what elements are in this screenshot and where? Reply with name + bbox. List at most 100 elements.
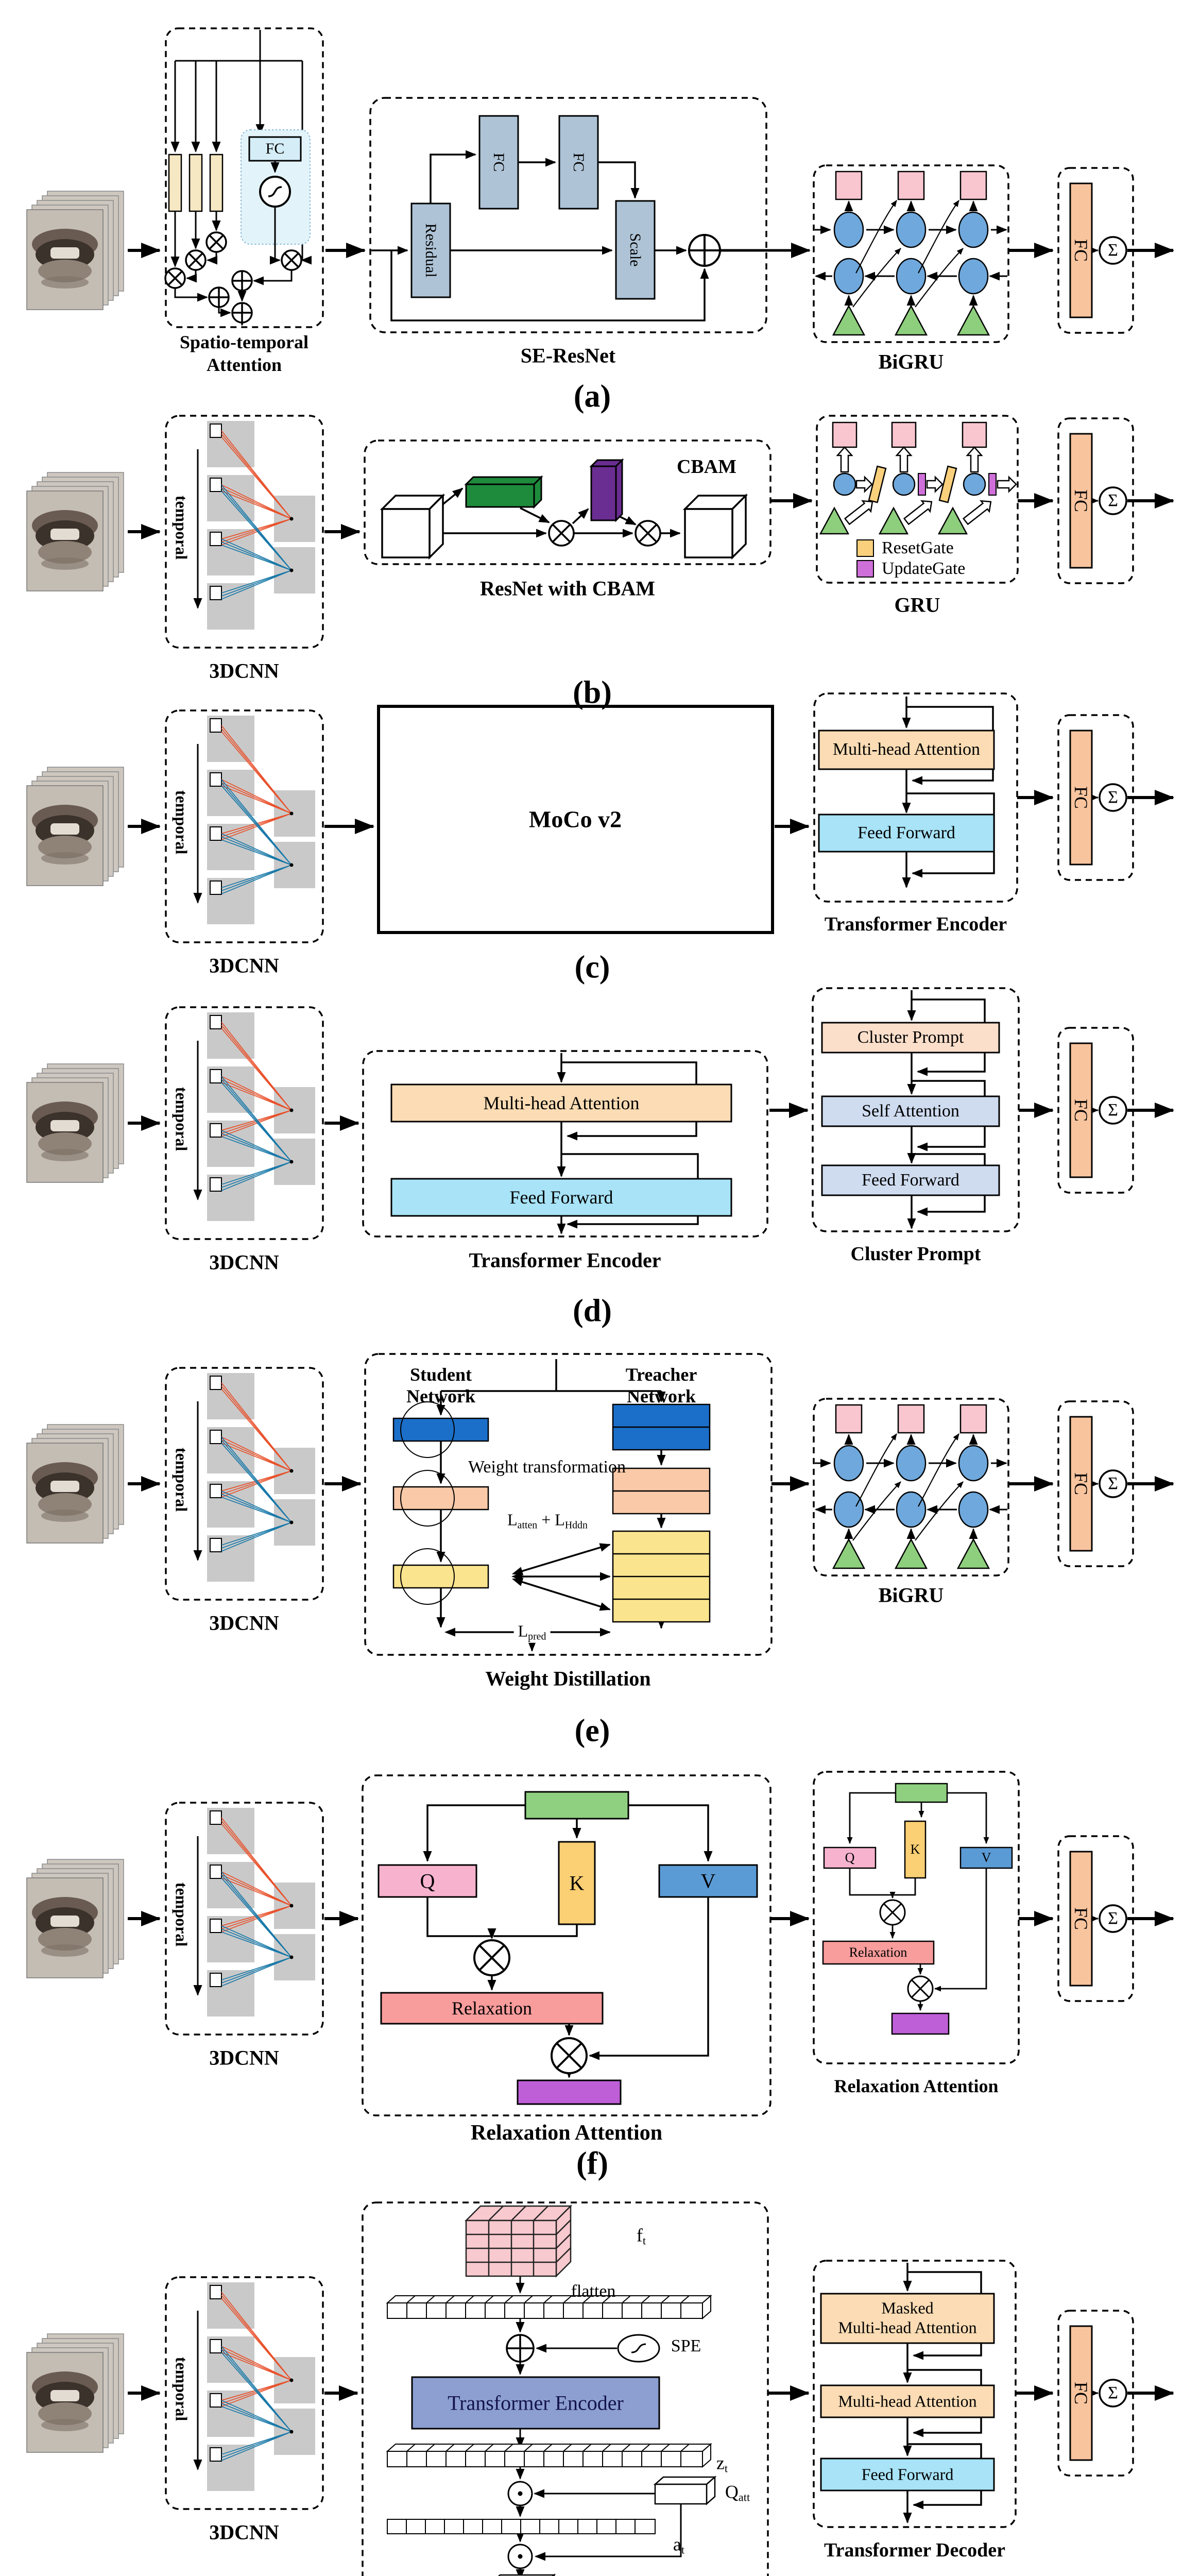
spe-label: SPE — [671, 2336, 701, 2355]
se-fc1-label: FC — [490, 152, 507, 172]
transformer-encoder-module — [813, 692, 1018, 903]
at-sub: t — [681, 2543, 685, 2556]
sigma-label-b: Σ — [1108, 491, 1118, 510]
ff-label-c: Feed Forward — [858, 823, 955, 842]
cluster-prompt-module-label: Cluster Prompt — [850, 1243, 981, 1265]
teacher-network-label-2: Network — [627, 1386, 696, 1406]
ff-label-g: Feed Forward — [861, 2465, 954, 2484]
zt-main: z — [716, 2452, 725, 2473]
caption-f: (f) — [576, 2146, 608, 2181]
fc-bar-label-b: FC — [1071, 489, 1091, 513]
legend-updategate: UpdateGate — [882, 559, 966, 578]
caption-a: (a) — [573, 379, 611, 414]
st-attention-label-line2: Attention — [207, 354, 282, 375]
transformer-encoder-big-module — [362, 1050, 768, 1238]
mha-label-c: Multi-head Attention — [832, 740, 981, 759]
se-resnet-module — [369, 97, 811, 333]
temporal-label-f: temporal — [172, 1882, 191, 1947]
zt-sub: t — [724, 2462, 728, 2475]
qatt-label: Qatt — [725, 2481, 750, 2504]
caption-e: (e) — [574, 1713, 610, 1749]
se-fc2-label: FC — [570, 152, 587, 172]
fc-bar-label-g: FC — [1071, 2381, 1091, 2405]
qatt-sub: att — [738, 2490, 750, 2504]
ra-big-k-label: K — [569, 1871, 585, 1895]
caption-d: (d) — [573, 1293, 612, 1329]
fc-bar-label-c: FC — [1071, 786, 1091, 809]
temporal-label-b: temporal — [172, 495, 191, 560]
transformer-encoder-label-d: Transformer Encoder — [469, 1248, 661, 1272]
sigma-label-g: Σ — [1108, 2383, 1118, 2402]
zt-label: zt — [716, 2452, 728, 2475]
st-fc-label: FC — [265, 140, 285, 157]
ft-sub: t — [642, 2234, 646, 2247]
cluster-prompt-module — [812, 987, 1020, 1232]
ra-small-k-label: K — [910, 1842, 920, 1857]
flow-arrows — [128, 243, 1054, 2401]
flatten-label: flatten — [571, 2282, 616, 2301]
sigma-label-d: Σ — [1108, 1100, 1118, 1120]
fc-bar-label-f: FC — [1071, 1907, 1091, 1930]
lpred-main: L — [518, 1621, 528, 1640]
caption-c: (c) — [574, 950, 610, 985]
moco-v2-module — [377, 705, 774, 934]
ra-small-v-label: V — [981, 1850, 991, 1865]
cbam-inner-label: CBAM — [676, 456, 737, 478]
fc-bar-label-a: FC — [1071, 239, 1091, 262]
student-network-label-1: Student — [409, 1364, 472, 1385]
gru-module — [816, 415, 1019, 584]
cnn3d-label-g: 3DCNN — [209, 2520, 279, 2544]
relaxation-attention-small-label: Relaxation Attention — [834, 2076, 999, 2096]
loss1-sub2: Hddn — [564, 1519, 588, 1531]
sigma-label-f: Σ — [1108, 1909, 1118, 1928]
lpred-sub: pred — [528, 1631, 546, 1642]
cnn3d-label-c: 3DCNN — [209, 954, 279, 977]
st-attention-label-line1: Spatio-temporal — [180, 332, 308, 352]
mha-label-d: Multi-head Attention — [483, 1093, 640, 1113]
masked-mha-label-1: Masked — [881, 2298, 934, 2317]
se-resnet-label: SE-ResNet — [520, 344, 616, 367]
cnn3d-label-f: 3DCNN — [209, 2046, 279, 2070]
sigma-label-a: Σ — [1108, 241, 1118, 260]
resnet-cbam-label: ResNet with CBAM — [480, 577, 655, 600]
loss1-main: L — [507, 1510, 518, 1529]
qatt-main: Q — [725, 2481, 739, 2502]
gru-label: GRU — [894, 593, 940, 617]
temporal-label-e: temporal — [172, 1447, 191, 1512]
vtp-transformer-encoder-label: Transformer Encoder — [448, 2391, 624, 2415]
ff-label-d: Feed Forward — [509, 1187, 613, 1208]
transformer-decoder-module — [813, 2260, 1017, 2528]
resnet-cbam-module — [364, 439, 771, 565]
legend-resetgate: ResetGate — [882, 538, 954, 557]
loss-atten-hddn-label: Latten + LHddn — [507, 1511, 588, 1532]
weight-transformation-label: Weight transformation — [468, 1458, 626, 1477]
temporal-label-d: temporal — [172, 1087, 191, 1151]
relaxation-attention-big-module — [362, 1774, 771, 2116]
ft-main: f — [636, 2225, 643, 2246]
fc-bar-label-e: FC — [1071, 1472, 1091, 1496]
transformer-decoder-label: Transformer Decoder — [824, 2539, 1006, 2561]
relaxation-attention-big-label: Relaxation Attention — [470, 2121, 663, 2145]
masked-mha-label-2: Multi-head Attention — [838, 2318, 977, 2337]
cnn3d-label-d: 3DCNN — [209, 1250, 279, 1274]
temporal-label-g: temporal — [172, 2357, 191, 2421]
weight-distillation-module — [364, 1353, 773, 1656]
teacher-network-label-1: Treacher — [625, 1364, 697, 1385]
mha-label-g: Multi-head Attention — [838, 2392, 977, 2411]
cnn3d-label-e: 3DCNN — [209, 1611, 279, 1635]
vtp-module — [362, 2201, 769, 2576]
fc-bar-label-d: FC — [1071, 1098, 1091, 1122]
at-main: a — [673, 2534, 681, 2555]
bigru-label-a: BiGRU — [878, 350, 944, 374]
at-label: at — [673, 2533, 684, 2556]
residual-block-label: Residual — [422, 223, 439, 278]
sigma-label-e: Σ — [1108, 1474, 1118, 1493]
relaxation-attention-small-module — [813, 1771, 1020, 2064]
sigma-label-c: Σ — [1108, 788, 1118, 807]
scale-block-label: Scale — [627, 233, 644, 267]
ra-small-relaxation-label: Relaxation — [849, 1945, 907, 1960]
moco-v2-label: MoCo v2 — [528, 806, 622, 833]
cnn3d-label-b: 3DCNN — [209, 659, 279, 683]
